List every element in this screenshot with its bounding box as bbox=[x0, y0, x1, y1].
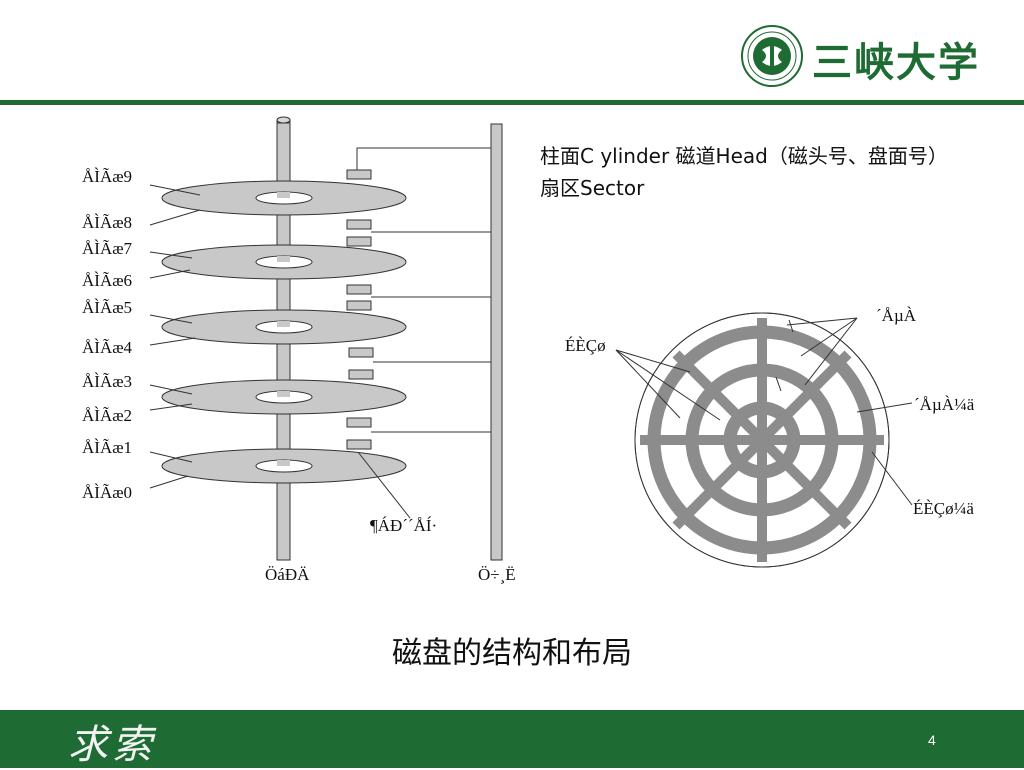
university-name: 三峡大学 bbox=[812, 39, 980, 86]
caption: 柱面C ylinder 磁道Head（磁头号、盘面号） 扇区Sector bbox=[540, 144, 948, 200]
read-write-heads bbox=[346, 147, 491, 450]
footer-bar bbox=[0, 710, 1024, 768]
university-emblem-icon bbox=[740, 24, 804, 88]
surface-label-4: ÅÌÃæ4 bbox=[82, 338, 133, 357]
track-label: ´ÅµÀ bbox=[876, 306, 917, 325]
surface-label-3: ÅÌÃæ3 bbox=[82, 372, 132, 391]
surface-label-6: ÅÌÃæ6 bbox=[82, 271, 132, 290]
surface-label-5: ÅÌÃæ5 bbox=[82, 298, 132, 317]
platter-5 bbox=[161, 180, 407, 216]
header-divider bbox=[0, 100, 1024, 105]
footer-motto: 求索 bbox=[68, 722, 156, 768]
platter-2 bbox=[161, 379, 407, 415]
disk-structure-diagram: ÅÌÃæ9 ÅÌÃæ8 ÅÌÃæ7 ÅÌÃæ6 ÅÌÃæ5 ÅÌÃæ4 ÅÌÃæ… bbox=[82, 116, 975, 584]
track-gap-label: ´ÅµÀ¼ä bbox=[914, 395, 975, 414]
platter-top-view bbox=[634, 312, 890, 568]
arm-label: Ö÷¸Ë bbox=[478, 565, 516, 584]
platter-4 bbox=[161, 244, 407, 280]
surface-label-0: ÅÌÃæ0 bbox=[82, 483, 132, 502]
spindle-label: ÖáÐÄ bbox=[265, 565, 310, 584]
surface-label-9: ÅÌÃæ9 bbox=[82, 167, 132, 186]
actuator-arm bbox=[490, 123, 503, 561]
surface-label-1: ÅÌÃæ1 bbox=[82, 438, 132, 457]
sector-gap-label: ÉÈÇø¼ä bbox=[913, 499, 974, 518]
head-label: ¶ÁÐ´´ÅÍ· bbox=[370, 516, 437, 535]
page-number: 4 bbox=[928, 732, 936, 748]
slide-title: 磁盘的结构和布局 bbox=[392, 636, 632, 671]
surface-label-8: ÅÌÃæ8 bbox=[82, 213, 132, 232]
surface-label-2: ÅÌÃæ2 bbox=[82, 406, 132, 425]
surface-label-7: ÅÌÃæ7 bbox=[82, 239, 133, 258]
sector-label: ÉÈÇø bbox=[565, 336, 606, 355]
platter-3 bbox=[161, 309, 407, 345]
